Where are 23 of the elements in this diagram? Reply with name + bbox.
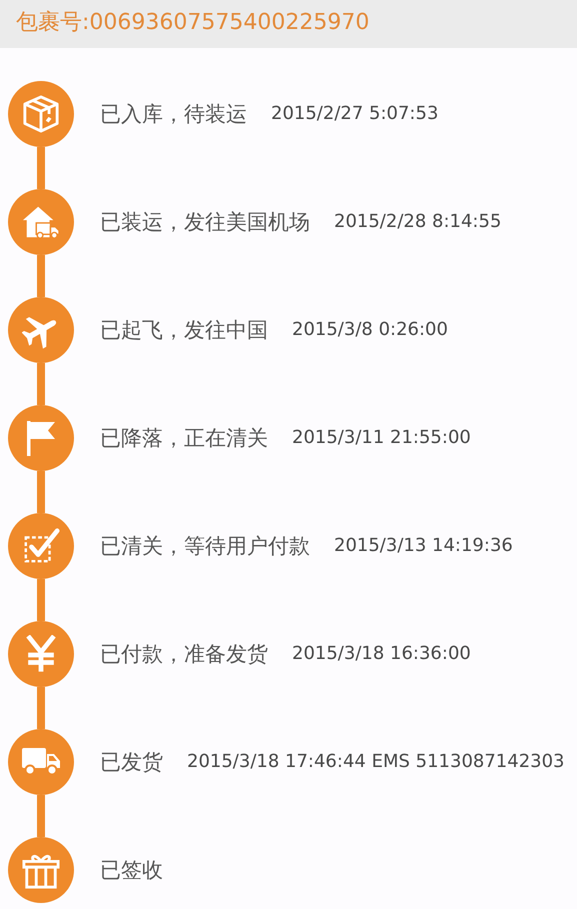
timestamp-text: 2015/2/27 5:07:53: [271, 102, 438, 126]
status-text: 已降落，正在清关: [100, 425, 268, 452]
timestamp-text: 2015/3/18 16:36:00: [292, 642, 471, 666]
connector-line: [37, 795, 45, 837]
timestamp-text: 2015/3/18 17:46:44 EMS 5113087142303: [187, 750, 565, 774]
timestamp-text: 2015/3/11 21:55:00: [292, 426, 471, 450]
status-text: 已付款，准备发货: [100, 641, 268, 668]
connector-line: [37, 147, 45, 189]
connector-line: [37, 579, 45, 621]
status-text: 已装运，发往美国机场: [100, 209, 310, 236]
timestamp-text: 2015/2/28 8:14:55: [334, 210, 502, 234]
status-text: 已发货: [100, 749, 163, 776]
connector-line: [37, 471, 45, 513]
connector-line: [37, 687, 45, 729]
tracking-number-title: 包裹号:00693607575400225970: [16, 9, 370, 37]
status-text: 已清关，等待用户付款: [100, 533, 310, 560]
status-text: 已签收: [100, 857, 163, 884]
timestamp-text: 2015/3/8 0:26:00: [292, 318, 448, 342]
status-text: 已起飞，发往中国: [100, 317, 268, 344]
connector-line: [37, 255, 45, 297]
connector-line: [37, 363, 45, 405]
timestamp-text: 2015/3/13 14:19:36: [334, 534, 513, 558]
status-text: 已入库，待装运: [100, 101, 247, 128]
